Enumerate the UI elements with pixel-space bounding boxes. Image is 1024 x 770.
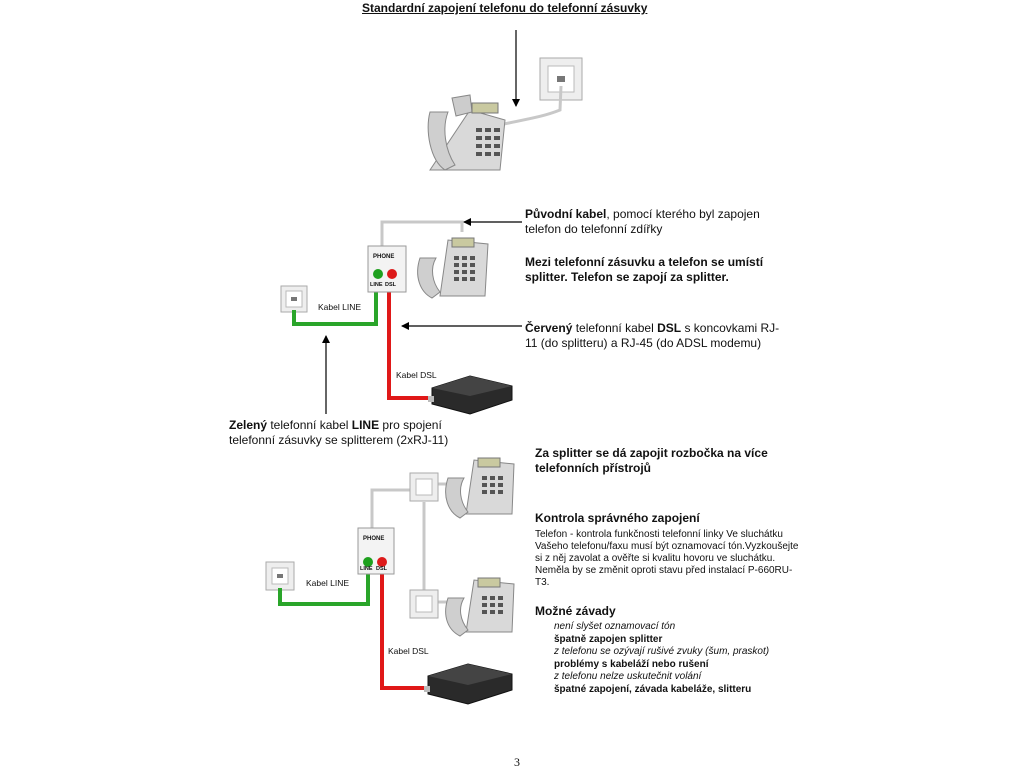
fault-item: z telefonu nelze uskutečnit volání [554,671,702,682]
splitter-phone-label: PHONE [373,254,395,260]
original-cable-note: Původní kabel, pomocí kterého byl zapoje… [525,207,760,236]
fault-item: špatné zapojení, závada kabeláže, slitte… [554,683,752,695]
telephone-icon [445,577,515,637]
kabel-line-label: Kabel LINE [306,578,349,588]
faults-heading: Možné závady [535,604,616,618]
phone-jack-icon [409,472,439,502]
splitter-dsl-label: DSL [376,566,387,572]
green-cable-note: Zelený telefonní kabel LINE pro spojení … [229,418,449,447]
splitter-icon [357,527,395,575]
red-cable-note: Červený telefonní kabel DSL s koncovkami… [525,321,780,350]
faults-list: není slyšet oznamovací tón špatně zapoje… [554,621,769,696]
kabel-line-label: Kabel LINE [318,302,361,312]
splitter-dsl-label: DSL [385,282,396,288]
kabel-dsl-label: Kabel DSL [388,646,429,656]
splitter-icon [367,245,407,293]
wall-socket-icon [265,561,295,591]
wall-socket-icon [280,285,308,313]
telephone-icon [445,457,515,519]
fault-item: problémy s kabeláží nebo rušení [554,658,709,670]
splitter-placement-note: Mezi telefonní zásuvku a telefon se umís… [525,255,764,284]
page-number: 3 [514,755,520,769]
adsl-modem-icon [428,375,513,415]
page-title: Standardní zapojení telefonu do telefonn… [362,1,648,15]
splitter-line-label: LINE [360,566,373,572]
kabel-dsl-label: Kabel DSL [396,370,437,380]
check-text: Telefon - kontrola funkčnosti telefonní … [535,529,799,588]
fault-item: z telefonu se ozývají rušivé zvuky (šum,… [554,646,770,657]
section2-diagram [280,218,522,415]
adsl-modem-icon [424,663,513,705]
fault-item: špatně zapojen splitter [554,633,663,645]
splitter-phone-label: PHONE [363,536,385,542]
phone-jack-icon [409,589,439,619]
section3-diagram [265,457,515,705]
fault-item: není slyšet oznamovací tón [554,621,676,632]
check-heading: Kontrola správného zapojení [535,511,700,525]
splitter-line-label: LINE [370,282,383,288]
splitter-hub-note: Za splitter se dá zapojit rozbočka na ví… [535,446,768,475]
telephone-icon [417,237,489,299]
section1-diagram [427,30,583,171]
telephone-icon [427,94,506,171]
